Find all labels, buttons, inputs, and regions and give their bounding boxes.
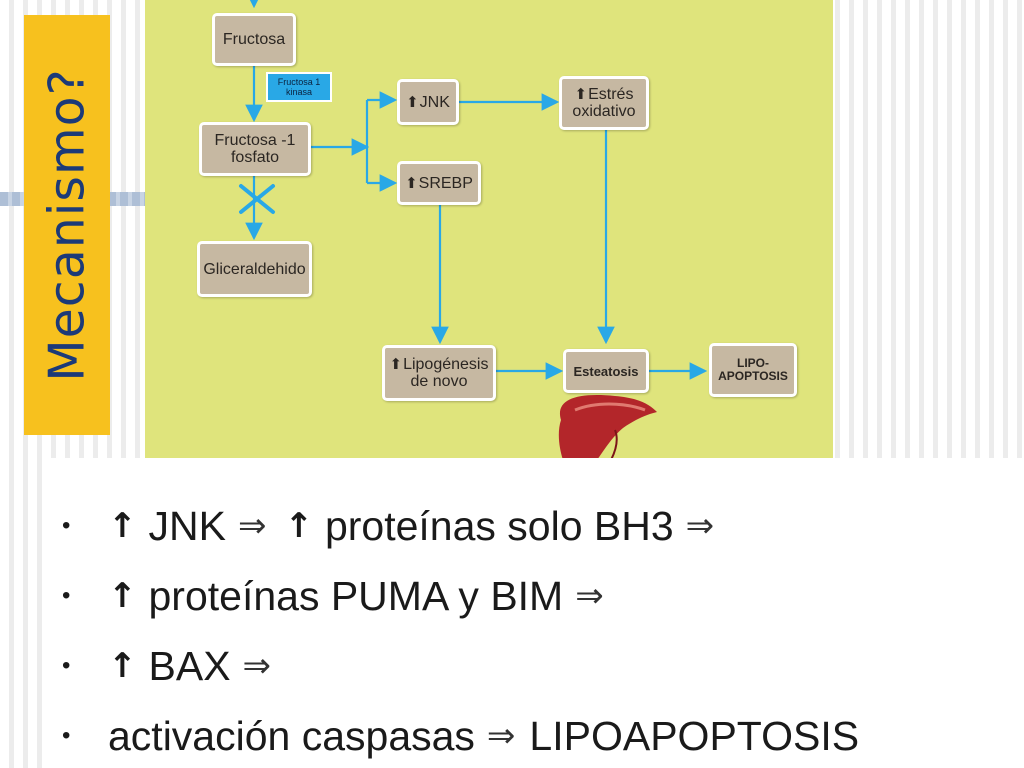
bullet-item: • ↑ proteínas PUMA y BIM ⇒ bbox=[62, 568, 604, 624]
up-arrow-icon: ↑ bbox=[108, 576, 137, 616]
node-label: SREBP bbox=[418, 174, 473, 192]
up-arrow-icon: ⬆ bbox=[405, 174, 418, 192]
bullet-text: activación caspasas bbox=[108, 712, 475, 759]
implies-icon: ⇒ bbox=[685, 506, 715, 546]
node-jnk: ⬆ JNK bbox=[397, 79, 459, 125]
bullet-dot: • bbox=[62, 652, 71, 679]
node-label-line1: ⬆Estrés bbox=[574, 86, 634, 103]
bullet-dot: • bbox=[62, 582, 71, 609]
bullet-dot: • bbox=[62, 512, 71, 539]
slide-title: Mecanismo? bbox=[38, 68, 96, 382]
bullet-text: JNK bbox=[148, 502, 226, 549]
node-fructosa: Fructosa bbox=[212, 13, 296, 66]
bullet-text-2: LIPOAPOPTOSIS bbox=[529, 712, 860, 759]
node-esteatosis: Esteatosis bbox=[563, 349, 649, 393]
up-arrow-icon: ⬆ bbox=[389, 356, 403, 373]
bullet-item: • ↑ JNK ⇒ ↑ proteínas solo BH3 ⇒ bbox=[62, 498, 714, 554]
bullet-item: • ↑ BAX ⇒ bbox=[62, 638, 271, 694]
bullet-text-2: proteínas solo BH3 bbox=[324, 502, 674, 549]
node-label-line2: APOPTOSIS bbox=[718, 369, 788, 383]
node-label-line2: oxidativo bbox=[572, 103, 636, 120]
up-arrow-icon: ↑ bbox=[108, 646, 137, 686]
node-label: Gliceraldehido bbox=[203, 260, 306, 278]
node-estres-oxidativo: ⬆Estrés oxidativo bbox=[559, 76, 649, 130]
node-srebp: ⬆ SREBP bbox=[397, 161, 481, 205]
implies-icon: ⇒ bbox=[575, 576, 604, 616]
implies-icon: ⇒ bbox=[242, 646, 272, 686]
liver-icon bbox=[558, 395, 657, 460]
node-gliceraldehido: Gliceraldehido bbox=[197, 241, 312, 297]
node-label-line2: de novo bbox=[410, 373, 468, 390]
node-lipoapoptosis: LIPO- APOPTOSIS bbox=[709, 343, 797, 397]
up-arrow-icon: ↑ bbox=[108, 506, 137, 546]
node-fructosa-kinasa: Fructosa 1 kinasa bbox=[266, 72, 332, 102]
bullet-text: proteínas PUMA y BIM bbox=[148, 572, 564, 619]
node-label-line1: LIPO- bbox=[737, 356, 769, 370]
node-label: Esteatosis bbox=[573, 363, 639, 379]
up-arrow-icon: ⬆ bbox=[574, 86, 588, 103]
node-label-line2: fosfato bbox=[230, 149, 280, 166]
node-label: Fructosa bbox=[222, 31, 286, 48]
up-arrow-icon: ⬆ bbox=[406, 93, 419, 111]
node-lipogenesis: ⬆Lipogénesis de novo bbox=[382, 345, 496, 401]
node-label-line1: Fructosa -1 bbox=[214, 132, 296, 149]
node-label-line1: ⬆Lipogénesis bbox=[389, 356, 489, 373]
node-label: JNK bbox=[419, 93, 450, 111]
node-fructosa-1-fosfato: Fructosa -1 fosfato bbox=[199, 122, 311, 176]
diagram-arrows bbox=[239, 0, 708, 460]
enzyme-label: Fructosa 1 kinasa bbox=[277, 77, 321, 97]
content-area bbox=[44, 458, 1024, 768]
title-tab bbox=[24, 15, 110, 435]
implies-icon: ⇒ bbox=[486, 716, 516, 756]
bullet-item: • activación caspasas ⇒ LIPOAPOPTOSIS bbox=[62, 708, 859, 764]
implies-icon: ⇒ bbox=[237, 506, 267, 546]
up-arrow-icon: ↑ bbox=[284, 506, 313, 546]
bullet-dot: • bbox=[62, 722, 71, 749]
block-x-icon bbox=[239, 184, 275, 214]
bullet-text: BAX bbox=[148, 642, 231, 689]
